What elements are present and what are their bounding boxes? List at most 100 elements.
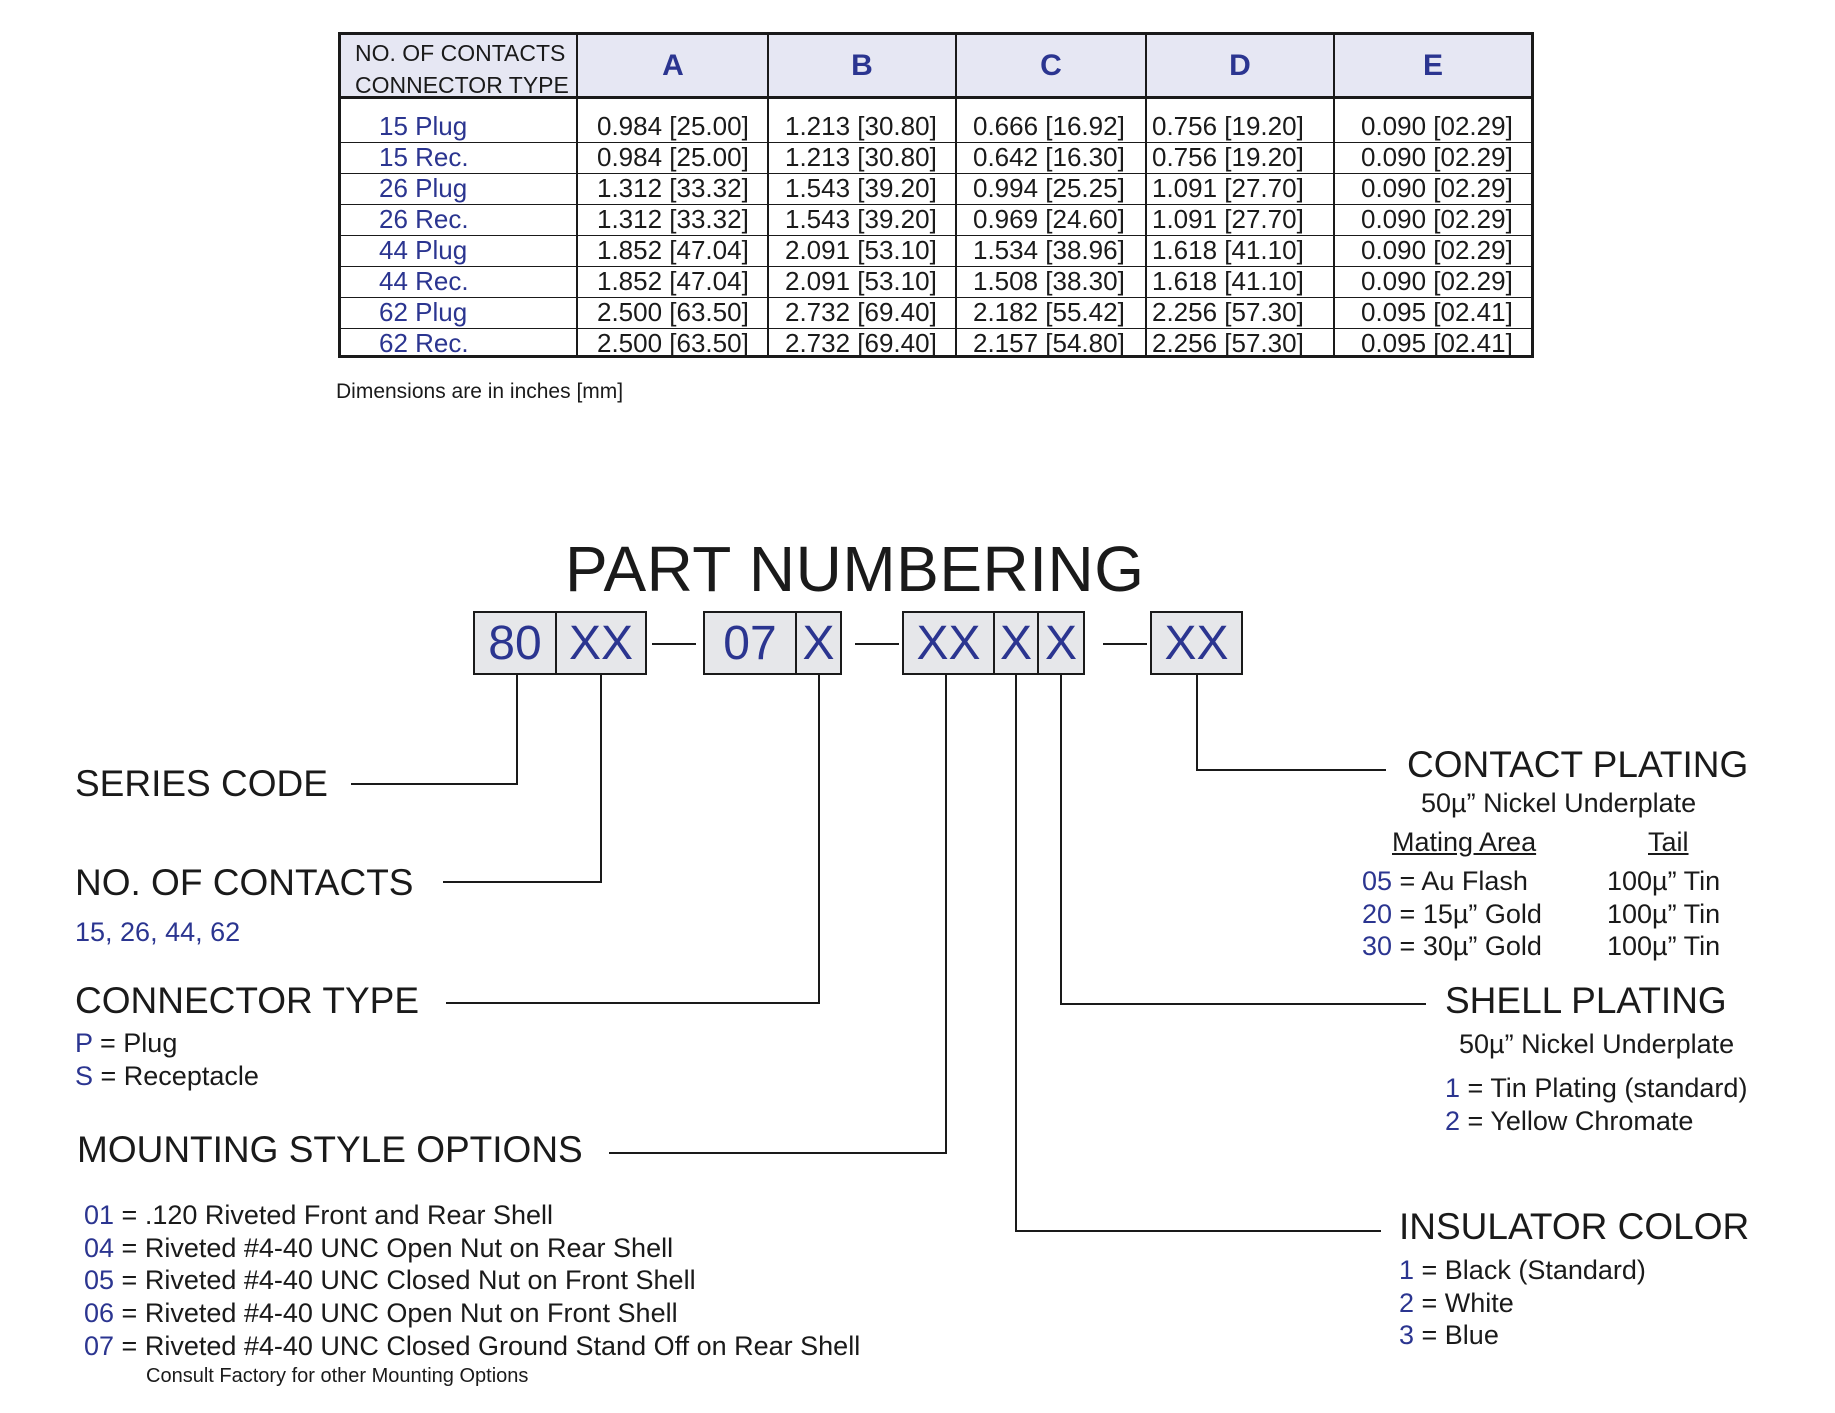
table-cell-type: 44 Rec.	[379, 266, 469, 296]
table-cell-a: 1.852 [47.04]	[597, 266, 749, 296]
table-cell-c: 0.666 [16.92]	[973, 111, 1125, 141]
row-divider	[341, 142, 1531, 143]
table-cell-type: 26 Plug	[379, 173, 468, 203]
leader-connector-h	[446, 1002, 820, 1004]
option-code: 2	[1399, 1288, 1415, 1318]
shell-plating-heading: SHELL PLATING	[1445, 980, 1727, 1021]
mounting-option: 01 = .120 Riveted Front and Rear Shell	[84, 1200, 553, 1231]
mounting-option: 04 = Riveted #4-40 UNC Open Nut on Rear …	[84, 1233, 673, 1264]
insulator-color-heading: INSULATOR COLOR	[1399, 1206, 1750, 1247]
header-type-label: CONNECTOR TYPE	[355, 72, 569, 98]
leader-plating-h	[1196, 769, 1386, 771]
contact-plating-option: 05 = Au Flash	[1362, 866, 1528, 897]
table-cell-type: 62 Plug	[379, 297, 468, 327]
table-cell-e: 0.090 [02.29]	[1361, 235, 1513, 265]
option-desc: = Tin Plating (standard)	[1460, 1073, 1748, 1103]
table-cell-c: 0.994 [25.25]	[973, 173, 1125, 203]
table-cell-b: 2.091 [53.10]	[785, 266, 937, 296]
pn-box-insulator: X	[993, 611, 1039, 675]
pn-dash	[1103, 643, 1147, 645]
table-cell-d: 2.256 [57.30]	[1152, 297, 1304, 327]
leader-shell-v	[1060, 675, 1062, 1005]
pn-box-contact-plating: XX	[1150, 611, 1243, 675]
option-desc: = 30µ” Gold	[1392, 931, 1542, 961]
mounting-option: 05 = Riveted #4-40 UNC Closed Nut on Fro…	[84, 1265, 696, 1296]
table-cell-b: 1.543 [39.20]	[785, 173, 937, 203]
series-code-heading: SERIES CODE	[75, 763, 328, 804]
contact-plating-option: 30 = 30µ” Gold	[1362, 931, 1542, 962]
leader-shell-h	[1060, 1003, 1426, 1005]
table-cell-type: 15 Plug	[379, 111, 468, 141]
leader-connector-v	[818, 675, 820, 1004]
header-first-cell: NO. OF CONTACTS CONNECTOR TYPE	[355, 37, 569, 101]
mounting-note: Consult Factory for other Mounting Optio…	[146, 1365, 529, 1387]
header-col-e: E	[1422, 48, 1443, 82]
option-code: 1	[1445, 1073, 1461, 1103]
row-divider	[341, 328, 1531, 329]
leader-mounting-v	[945, 675, 947, 1154]
leader-insulator-v	[1015, 675, 1017, 1232]
table-cell-b: 2.091 [53.10]	[785, 235, 937, 265]
leader-series-v	[516, 675, 518, 785]
table-cell-a: 1.312 [33.32]	[597, 204, 749, 234]
option-desc: = Riveted #4-40 UNC Closed Ground Stand …	[114, 1331, 861, 1361]
table-cell-b: 1.543 [39.20]	[785, 204, 937, 234]
leader-mounting-h	[609, 1152, 947, 1154]
option-desc: = .120 Riveted Front and Rear Shell	[114, 1200, 554, 1230]
table-cell-d: 0.756 [19.20]	[1152, 142, 1304, 172]
contact-plating-option: 20 = 15µ” Gold	[1362, 899, 1542, 930]
table-cell-type: 15 Rec.	[379, 142, 469, 172]
part-numbering-title: PART NUMBERING	[565, 533, 1145, 605]
table-cell-a: 1.312 [33.32]	[597, 173, 749, 203]
connector-type-option: P = Plug	[75, 1028, 177, 1059]
option-code: 3	[1399, 1320, 1415, 1350]
tail-header: Tail	[1648, 827, 1689, 857]
contact-plating-tail: 100µ” Tin	[1607, 899, 1721, 929]
pn-dash	[855, 643, 899, 645]
mating-area-header: Mating Area	[1392, 827, 1537, 857]
option-code: 07	[84, 1331, 115, 1361]
contact-plating-tail: 100µ” Tin	[1607, 931, 1721, 961]
header-col-d: D	[1229, 48, 1251, 82]
table-cell-c: 2.157 [54.80]	[973, 328, 1125, 358]
row-divider	[341, 297, 1531, 298]
row-divider	[341, 173, 1531, 174]
option-desc: = Riveted #4-40 UNC Closed Nut on Front …	[114, 1265, 696, 1295]
leader-plating-v	[1196, 675, 1198, 771]
option-desc: = Plug	[92, 1028, 178, 1058]
mounting-option: 07 = Riveted #4-40 UNC Closed Ground Sta…	[84, 1331, 860, 1362]
contacts-heading: NO. OF CONTACTS	[75, 862, 414, 903]
table-cell-type: 62 Rec.	[379, 328, 469, 358]
option-desc: = Blue	[1414, 1320, 1499, 1350]
option-desc: = Yellow Chromate	[1460, 1106, 1694, 1136]
pn-box-07: 07	[703, 611, 797, 675]
col-divider	[955, 35, 957, 355]
shell-plating-underplate: 50µ” Nickel Underplate	[1459, 1029, 1735, 1059]
row-divider	[341, 204, 1531, 205]
table-cell-e: 0.090 [02.29]	[1361, 111, 1513, 141]
option-desc: = Receptacle	[93, 1061, 259, 1091]
option-desc: = 15µ” Gold	[1392, 899, 1542, 929]
row-divider	[341, 266, 1531, 267]
table-cell-d: 2.256 [57.30]	[1152, 328, 1304, 358]
leader-contacts-v	[600, 675, 602, 883]
table-cell-c: 0.969 [24.60]	[973, 204, 1125, 234]
leader-insulator-h	[1015, 1230, 1381, 1232]
option-code: 30	[1362, 931, 1393, 961]
table-cell-d: 1.091 [27.70]	[1152, 204, 1304, 234]
col-divider	[1145, 35, 1147, 355]
dimensions-table: NO. OF CONTACTS CONNECTOR TYPE A B C D E…	[338, 32, 1534, 358]
connector-type-heading: CONNECTOR TYPE	[75, 980, 420, 1021]
mounting-heading: MOUNTING STYLE OPTIONS	[77, 1129, 583, 1170]
contacts-values: 15, 26, 44, 62	[75, 917, 241, 947]
header-contacts-label: NO. OF CONTACTS	[355, 40, 566, 66]
mounting-option: 06 = Riveted #4-40 UNC Open Nut on Front…	[84, 1298, 678, 1329]
contact-plating-tail: 100µ” Tin	[1607, 866, 1721, 896]
pn-box-shell: X	[1037, 611, 1085, 675]
table-cell-a: 0.984 [25.00]	[597, 142, 749, 172]
option-desc: = Riveted #4-40 UNC Open Nut on Rear She…	[114, 1233, 674, 1263]
shell-plating-option: 1 = Tin Plating (standard)	[1445, 1073, 1747, 1104]
table-cell-e: 0.095 [02.41]	[1361, 328, 1513, 358]
insulator-color-option: 1 = Black (Standard)	[1399, 1255, 1646, 1286]
option-code: 04	[84, 1233, 115, 1263]
